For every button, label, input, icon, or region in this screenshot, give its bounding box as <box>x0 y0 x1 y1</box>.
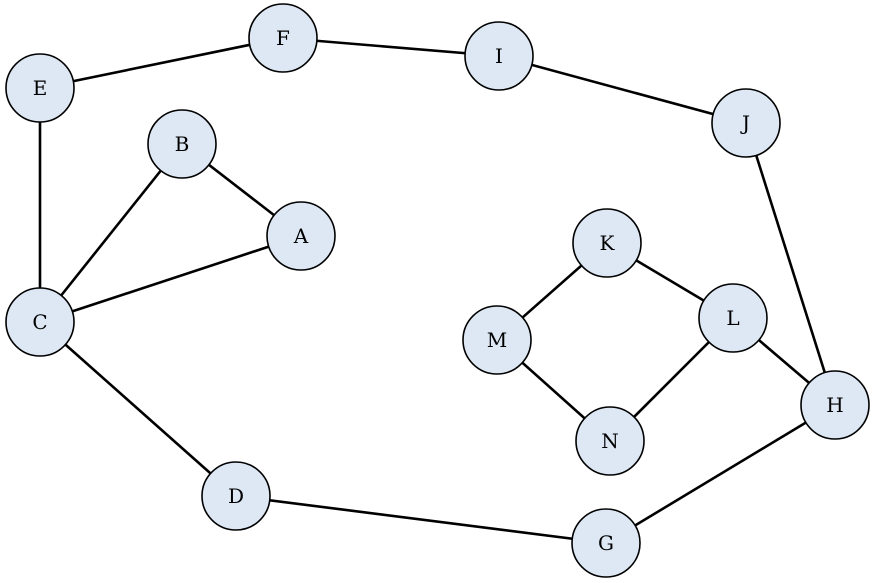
node-label: A <box>293 224 309 248</box>
node-d: D <box>201 461 271 531</box>
node-f: F <box>248 3 318 73</box>
node-g: G <box>571 508 641 578</box>
node-circle <box>711 88 781 158</box>
node-circle <box>5 287 75 357</box>
edge-j-h <box>744 121 837 407</box>
node-label: I <box>495 44 503 68</box>
edge-b-c <box>38 142 184 324</box>
node-a: A <box>266 201 336 271</box>
node-h: H <box>800 370 870 440</box>
node-circle <box>572 208 642 278</box>
node-e: E <box>5 53 75 123</box>
node-l: L <box>698 283 768 353</box>
node-label: K <box>600 231 616 255</box>
node-circle <box>462 305 532 375</box>
node-n: N <box>575 406 645 476</box>
edge-d-g <box>234 494 608 545</box>
node-c: C <box>5 287 75 357</box>
node-label: H <box>826 393 843 417</box>
edge-e-f <box>38 36 285 90</box>
node-label: G <box>598 531 614 555</box>
node-label: B <box>175 132 190 156</box>
node-circle <box>5 53 75 123</box>
node-label: E <box>33 76 48 100</box>
node-label: N <box>601 429 619 453</box>
edge-c-d <box>38 320 238 498</box>
edge-f-i <box>281 36 501 58</box>
node-j: J <box>711 88 781 158</box>
node-label: D <box>228 484 244 508</box>
node-circle <box>571 508 641 578</box>
node-circle <box>698 283 768 353</box>
node-b: B <box>147 109 217 179</box>
node-circle <box>248 3 318 73</box>
nodes-layer: A B C D E F G H I J K L M N <box>5 3 870 578</box>
node-circle <box>201 461 271 531</box>
node-label: M <box>487 328 507 352</box>
node-circle <box>147 109 217 179</box>
node-circle <box>575 406 645 476</box>
node-k: K <box>572 208 642 278</box>
node-label: C <box>32 310 47 334</box>
node-i: I <box>464 21 534 91</box>
edge-g-h <box>604 403 837 545</box>
node-circle <box>800 370 870 440</box>
node-circle <box>266 201 336 271</box>
edge-i-j <box>497 54 748 125</box>
node-label: F <box>276 26 290 50</box>
node-label: J <box>740 111 750 135</box>
node-m: M <box>462 305 532 375</box>
node-circle <box>464 21 534 91</box>
node-label: L <box>726 306 739 330</box>
edge-a-c <box>38 234 303 324</box>
